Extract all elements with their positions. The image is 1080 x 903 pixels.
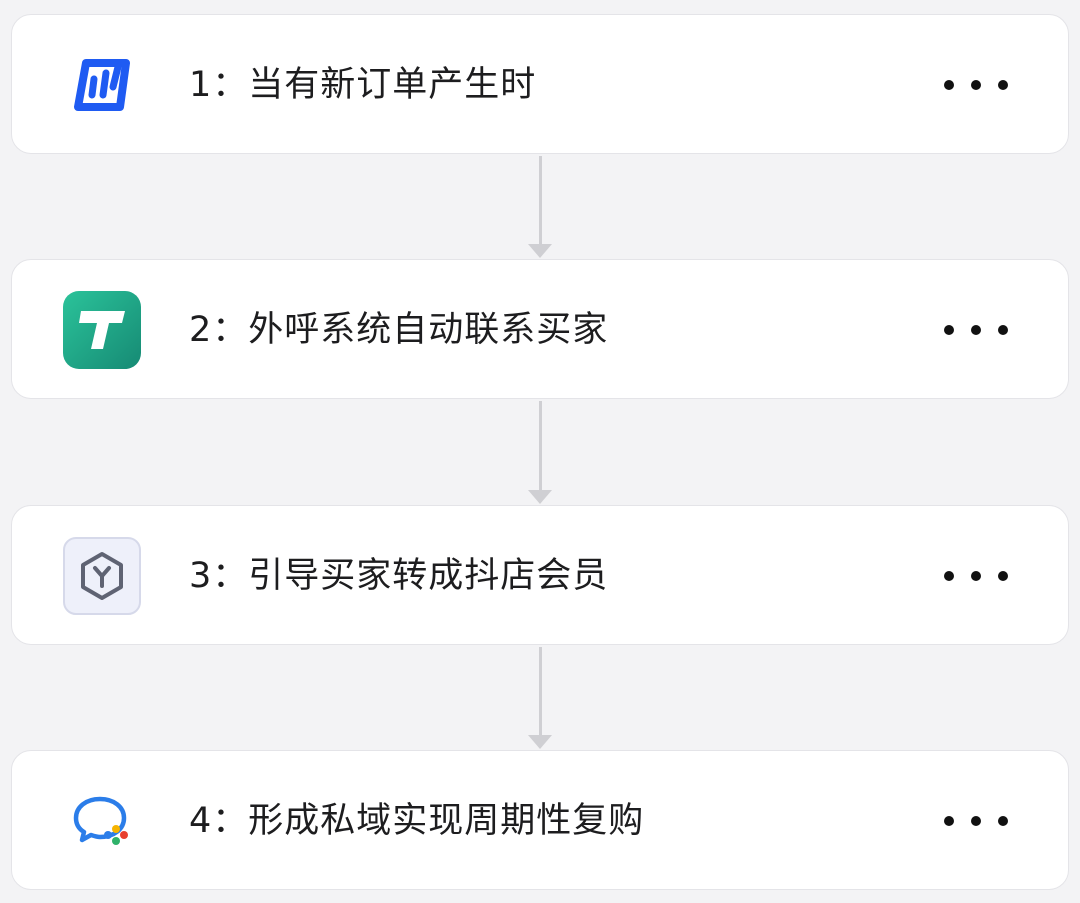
more-dots-icon xyxy=(944,816,954,826)
workflow-step-2[interactable]: 2：外呼系统自动联系买家 xyxy=(11,259,1069,399)
more-dots-icon xyxy=(944,325,954,335)
flow-arrow-connector xyxy=(528,156,552,258)
more-dots-icon xyxy=(944,80,954,90)
wecom-chat-icon xyxy=(63,782,141,860)
more-options-button[interactable] xyxy=(944,556,1008,596)
step-label: 4：形成私域实现周期性复购 xyxy=(189,801,645,841)
workflow-step-4[interactable]: 4：形成私域实现周期性复购 xyxy=(11,750,1069,890)
workflow-step-3[interactable]: 3：引导买家转成抖店会员 xyxy=(11,505,1069,645)
hexagon-y-icon xyxy=(63,537,141,615)
flow-arrow-connector xyxy=(528,647,552,749)
more-options-button[interactable] xyxy=(944,65,1008,105)
step-label: 2：外呼系统自动联系买家 xyxy=(189,310,609,350)
flow-arrow-connector xyxy=(528,401,552,504)
more-options-button[interactable] xyxy=(944,801,1008,841)
step-label: 3：引导买家转成抖店会员 xyxy=(189,556,609,596)
step-label: 1：当有新订单产生时 xyxy=(189,65,537,105)
teal-t-app-icon xyxy=(63,291,141,369)
workflow-step-1[interactable]: 1：当有新订单产生时 xyxy=(11,14,1069,154)
more-options-button[interactable] xyxy=(944,310,1008,350)
data-chart-logo-icon xyxy=(63,46,141,124)
more-dots-icon xyxy=(944,571,954,581)
